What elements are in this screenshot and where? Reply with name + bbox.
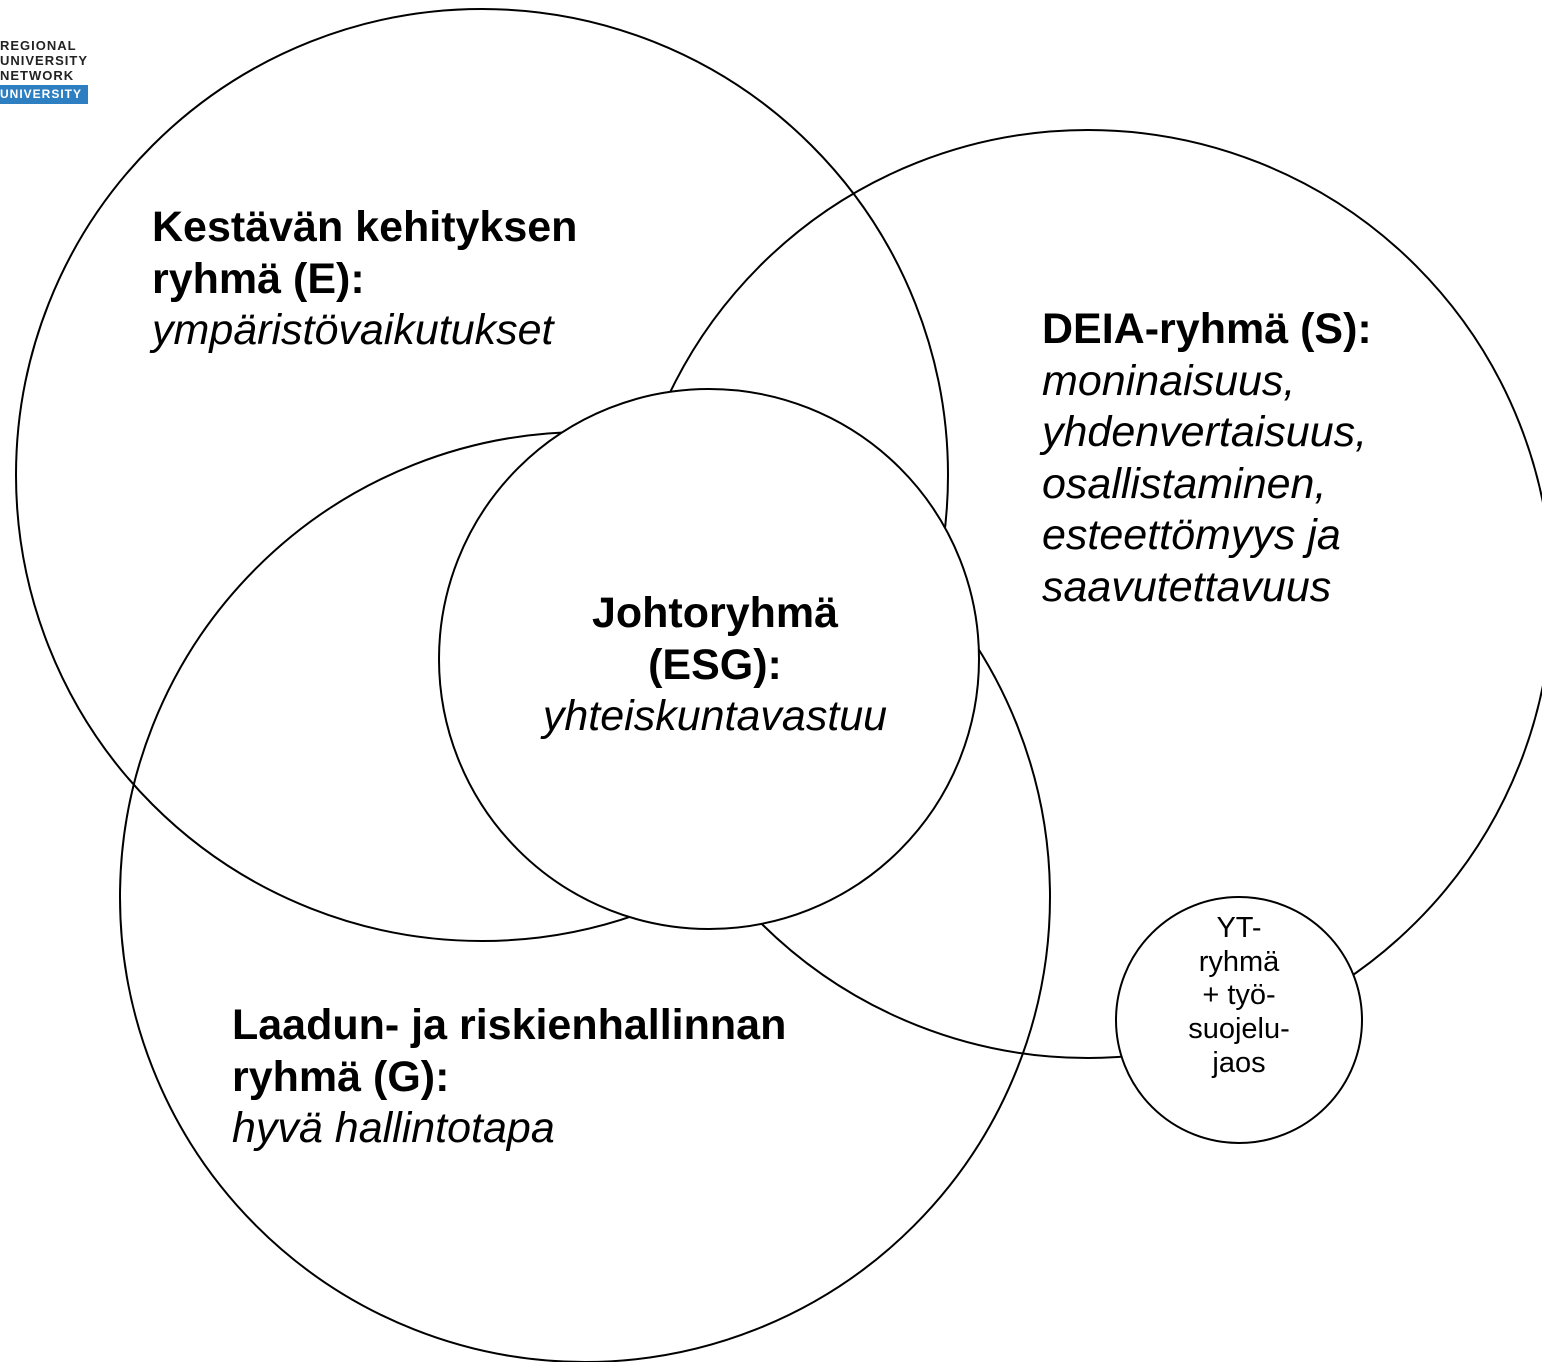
leadership-title-2: (ESG): [648, 640, 782, 689]
leadership-title-1: Johtoryhmä [591, 589, 839, 637]
leadership-subtitle: yhteiskuntavastuu [542, 692, 888, 741]
cooperation-line: suojelu- [1188, 1012, 1290, 1045]
social-item: yhdenvertaisuus, [1042, 408, 1368, 457]
environment-label: Kestävän kehityksen ryhmä (E): ympäristö… [152, 202, 577, 357]
social-item: esteettömyys ja [1042, 511, 1341, 560]
circle-leadership [438, 388, 980, 930]
logo-line-2: UNIVERSITY [0, 53, 89, 68]
cooperation-line: + työ- [1202, 979, 1276, 1012]
circle-environment [15, 8, 949, 942]
governance-label: Laadun- ja riskienhallinnan ryhmä (G): h… [232, 1000, 786, 1155]
university-logo: REGIONAL UNIVERSITY NETWORK UNIVERSITY [0, 38, 89, 104]
governance-subtitle: hyvä hallintotapa [232, 1104, 555, 1153]
environment-subtitle: ympäristövaikutukset [152, 306, 554, 355]
logo-line-3: NETWORK [0, 68, 75, 83]
leadership-label: Johtoryhmä (ESG): yhteiskuntavastuu [500, 588, 930, 743]
cooperation-line: ryhmä [1198, 945, 1280, 978]
logo-bar: UNIVERSITY [0, 85, 89, 104]
cooperation-label: YT- ryhmä + työ- suojelu- jaos [1159, 912, 1319, 1080]
social-item: moninaisuus, [1042, 356, 1296, 405]
cooperation-line: YT- [1216, 912, 1262, 944]
social-title: DEIA-ryhmä (S): [1042, 305, 1372, 353]
social-label: DEIA-ryhmä (S): moninaisuus, yhdenvertai… [1042, 304, 1372, 614]
environment-title-2: ryhmä (E): [152, 254, 365, 303]
circle-cooperation [1115, 896, 1363, 1144]
logo-line-1: REGIONAL [0, 38, 77, 53]
environment-title-1: Kestävän kehityksen [152, 203, 578, 251]
social-item: saavutettavuus [1042, 562, 1332, 611]
governance-title-2: ryhmä (G): [232, 1052, 450, 1101]
governance-title-1: Laadun- ja riskienhallinnan [232, 1001, 787, 1049]
cooperation-line: jaos [1212, 1046, 1266, 1079]
social-item: osallistaminen, [1042, 459, 1327, 508]
